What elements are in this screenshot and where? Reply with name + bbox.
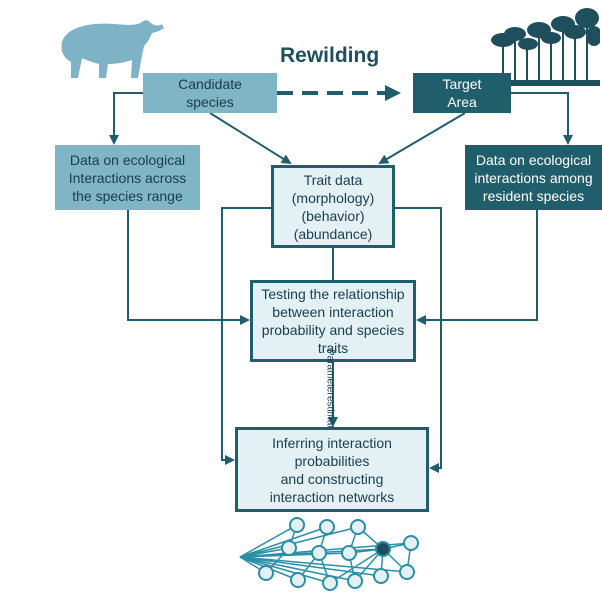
trait-data-line-2: (morphology) — [291, 189, 375, 206]
data-species-range-box: Data on ecological Interactions across t… — [55, 145, 200, 210]
target-area-line-1: Target — [442, 76, 482, 92]
trait-data-box: Trait data (morphology) (behavior) (abun… — [271, 165, 395, 248]
forest-silhouette-icon — [488, 8, 600, 86]
testing-relationship-line-3: probability and species — [261, 322, 405, 338]
data-resident-species-line-1: Data on ecological — [475, 151, 592, 168]
parameter-estimates-line-2: estimates — [324, 395, 336, 439]
inferring-interactions-line-4: interaction networks — [269, 488, 395, 505]
trait-data-line-4: (abundance) — [293, 225, 373, 242]
data-resident-species-box: Data on ecological interactions among re… — [465, 145, 602, 210]
arrow-candidate-to-trait — [209, 112, 292, 165]
candidate-species-line-1: Candidate — [178, 76, 242, 92]
trait-data-line-1: Trait data — [303, 171, 363, 188]
target-area-line-2: Area — [447, 94, 477, 110]
data-resident-species-line-2: interactions among — [474, 169, 593, 186]
arrow-trait-right-to-inferring — [394, 207, 442, 473]
parameter-estimates-line-1: Parameter — [324, 349, 336, 396]
data-species-range-line-1: Data on ecological — [69, 151, 186, 168]
trait-data-line-3: (behavior) — [301, 207, 365, 224]
diagram-title: Rewilding — [280, 44, 380, 67]
inferring-interactions-line-1: Inferring interaction — [272, 434, 392, 451]
inferring-interactions-line-3: and constructing — [280, 470, 384, 487]
testing-relationship-box: Testing the relationship between interac… — [250, 280, 416, 362]
arrow-target-to-data-resident — [511, 92, 573, 145]
inferring-interactions-box: Inferring interaction probabilities and … — [235, 427, 429, 512]
testing-relationship-line-4: traits — [317, 340, 349, 356]
data-resident-species-line-3: resident species — [482, 187, 585, 204]
inferring-interactions-line-2: probabilities — [294, 452, 370, 469]
candidate-species-line-2: species — [186, 94, 234, 110]
arrow-candidate-to-data-range — [109, 92, 143, 145]
arrow-trait-left-to-inferring — [221, 207, 272, 465]
arrow-data-range-to-testing — [127, 210, 250, 325]
testing-relationship-line-2: between interaction — [272, 304, 394, 320]
testing-relationship-line-1: Testing the relationship — [261, 286, 405, 302]
candidate-species-box: Candidate species — [143, 73, 277, 113]
data-species-range-line-2: Interactions across — [68, 169, 187, 186]
arrow-target-to-trait — [378, 112, 466, 165]
data-species-range-line-3: the species range — [72, 187, 183, 204]
parameter-estimates-label: Parameter estimates — [305, 349, 355, 438]
target-area-box: Target Area — [413, 73, 511, 113]
tapir-silhouette-icon — [61, 20, 164, 78]
arrow-data-resident-to-testing — [416, 210, 538, 325]
